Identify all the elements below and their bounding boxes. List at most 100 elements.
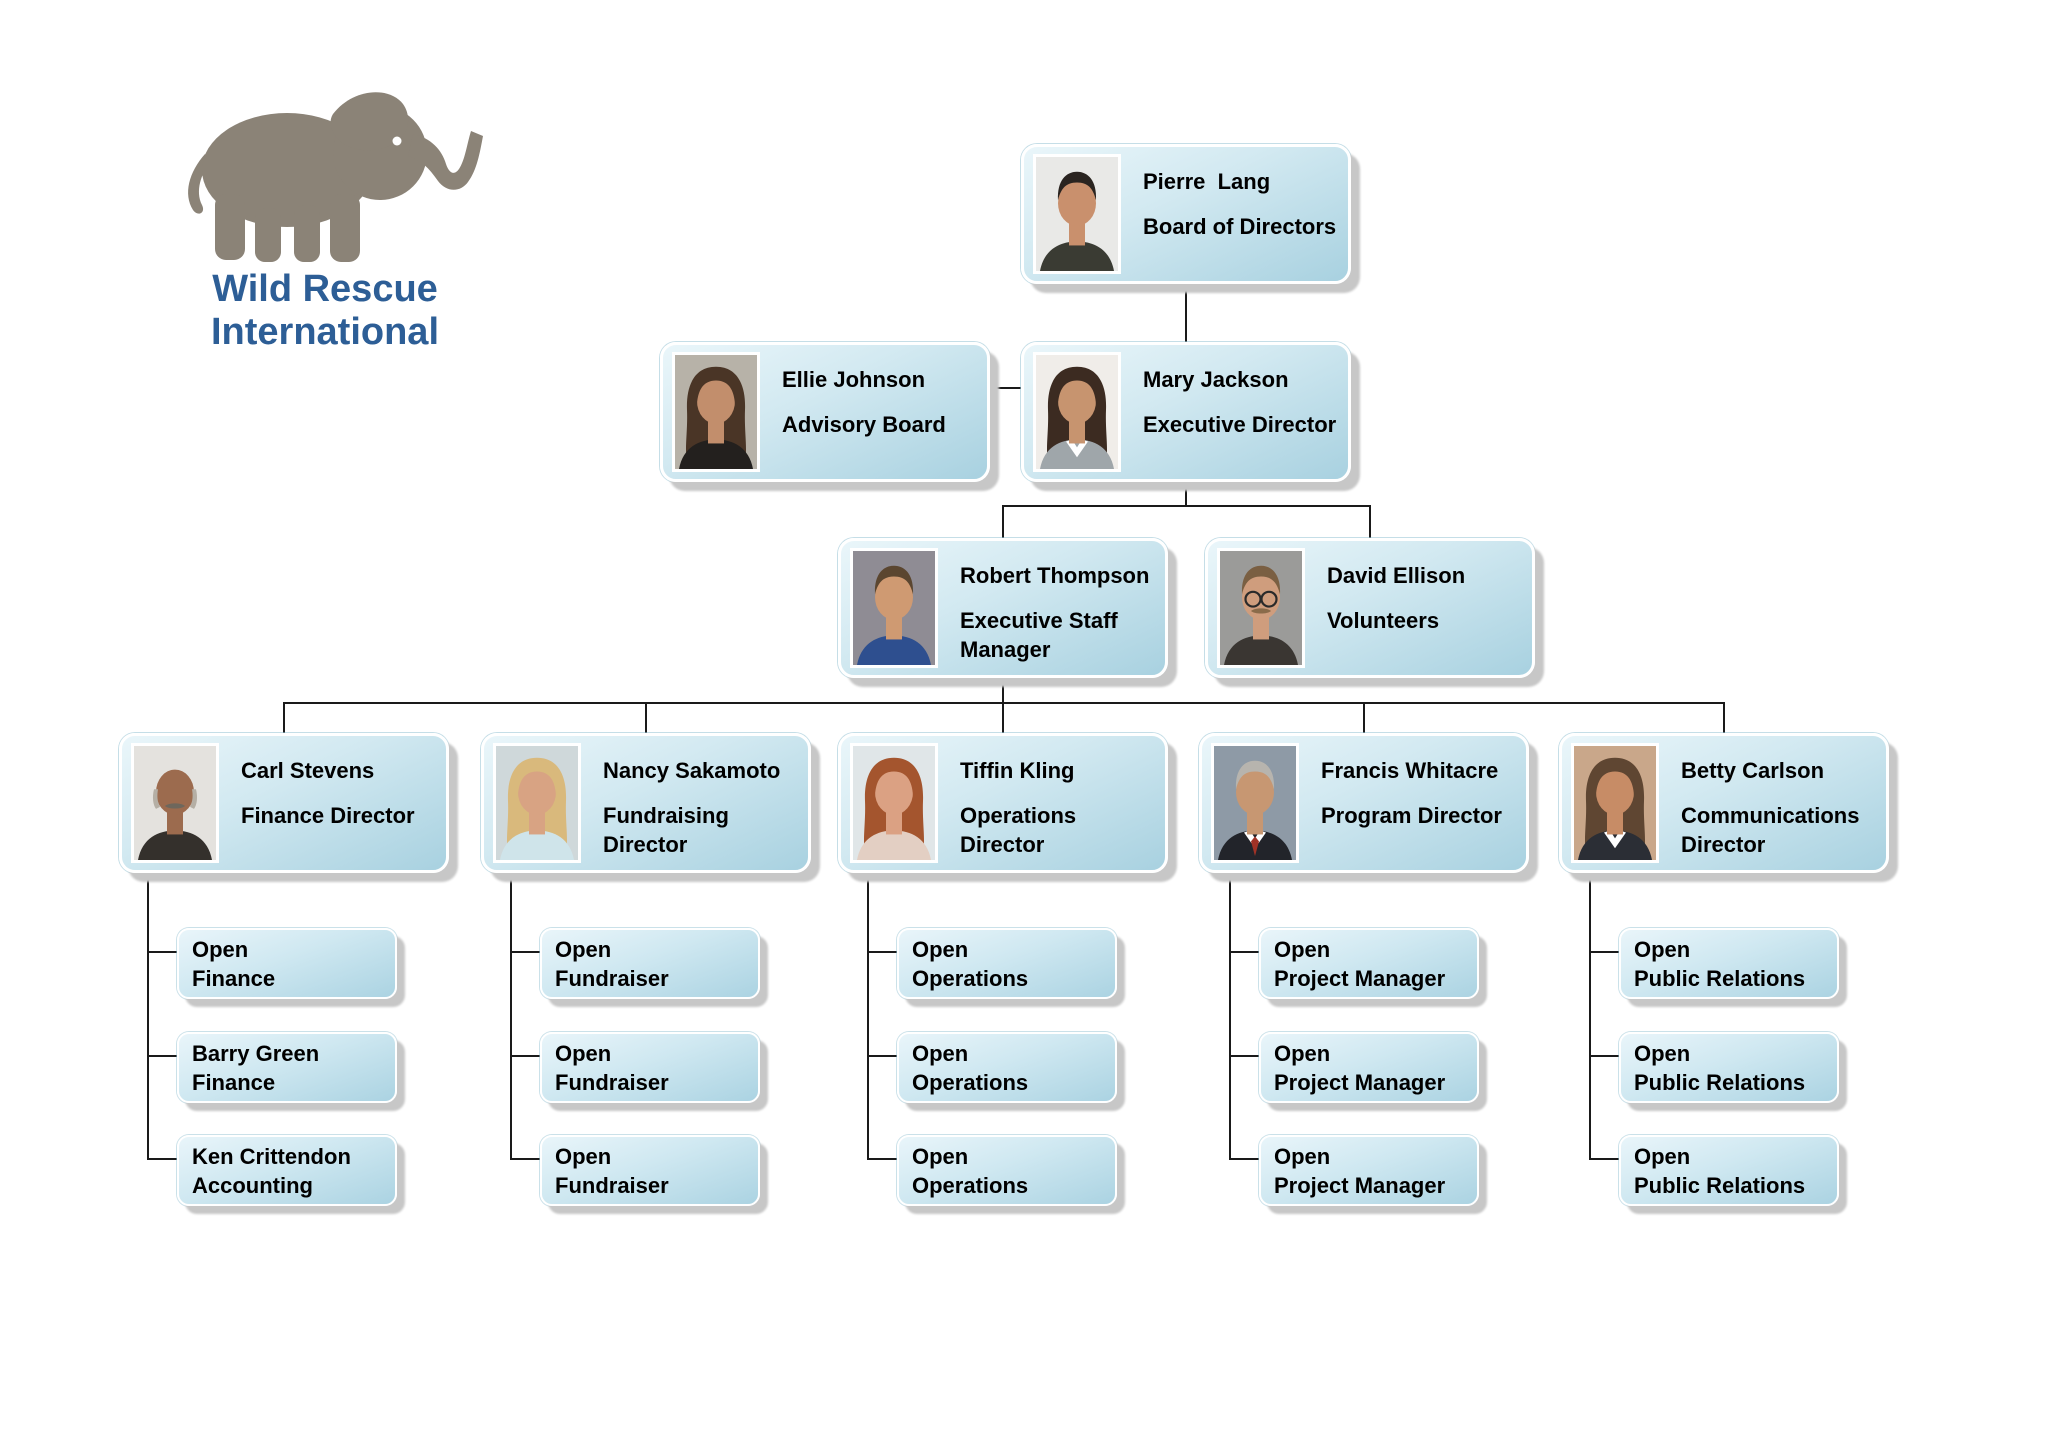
connector-line <box>1229 1055 1259 1057</box>
subnode-title: Finance <box>192 1070 276 1095</box>
org-subnode-finance-1[interactable]: Open Finance <box>177 928 397 999</box>
connector-line <box>1363 702 1365 733</box>
carl-stevens-photo <box>131 743 219 863</box>
pierre-lang-photo <box>1033 154 1121 274</box>
subnode-name: Open <box>1274 937 1331 962</box>
connector-line <box>1589 1158 1619 1160</box>
org-node-advisory-board[interactable]: Ellie Johnson Advisory Board <box>660 342 990 482</box>
person-name: Pierre Lang <box>1143 169 1271 194</box>
connector-line <box>147 873 149 1160</box>
org-node-program-director[interactable]: Francis Whitacre Program Director <box>1199 733 1529 873</box>
logo-title-line2: International <box>210 311 440 353</box>
robert-thompson-photo <box>850 548 938 668</box>
subnode-title: Fundraiser <box>555 1173 669 1198</box>
connector-line <box>1002 505 1004 538</box>
connector-line <box>147 1158 177 1160</box>
subnode-name: Open <box>1634 1041 1691 1066</box>
francis-whitacre-photo <box>1211 743 1299 863</box>
subnode-title: Operations <box>912 966 1029 991</box>
org-subnode-operations-2[interactable]: Open Operations <box>897 1032 1117 1103</box>
person-title: Advisory Board <box>782 412 946 437</box>
subnode-title: Accounting <box>192 1173 313 1198</box>
org-node-fundraising-director[interactable]: Nancy Sakamoto Fundraising Director <box>481 733 811 873</box>
connector-line <box>510 873 512 1160</box>
org-node-executive-director[interactable]: Mary Jackson Executive Director <box>1021 342 1351 482</box>
org-subnode-fundraiser-2[interactable]: Open Fundraiser <box>540 1032 760 1103</box>
connector-line <box>867 873 869 1160</box>
subnode-name: Ken Crittendon <box>192 1144 351 1169</box>
person-title: Executive Director <box>1143 412 1337 437</box>
subnode-title: Project Manager <box>1274 966 1446 991</box>
connector-line <box>1002 702 1004 733</box>
elephant-icon <box>175 78 485 273</box>
connector-line <box>1229 873 1231 1160</box>
person-name: Mary Jackson <box>1143 367 1289 392</box>
tiffin-kling-photo <box>850 743 938 863</box>
subnode-name: Open <box>912 1144 969 1169</box>
org-subnode-public-relations-2[interactable]: Open Public Relations <box>1619 1032 1839 1103</box>
david-ellison-photo <box>1217 548 1305 668</box>
subnode-title: Finance <box>192 966 276 991</box>
connector-line <box>1185 284 1187 342</box>
connector-line <box>1229 1158 1259 1160</box>
subnode-name: Open <box>1634 1144 1691 1169</box>
org-subnode-finance-3[interactable]: Ken Crittendon Accounting <box>177 1135 397 1206</box>
org-subnode-public-relations-3[interactable]: Open Public Relations <box>1619 1135 1839 1206</box>
subnode-title: Public Relations <box>1634 1070 1806 1095</box>
org-node-operations-director[interactable]: Tiffin Kling Operations Director <box>838 733 1168 873</box>
betty-carlson-photo <box>1571 743 1659 863</box>
subnode-title: Public Relations <box>1634 966 1806 991</box>
org-subnode-operations-1[interactable]: Open Operations <box>897 928 1117 999</box>
connector-line <box>510 951 540 953</box>
connector-line <box>867 1158 897 1160</box>
subnode-name: Open <box>1634 937 1691 962</box>
subnode-name: Open <box>192 937 249 962</box>
connector-line <box>510 1158 540 1160</box>
subnode-name: Open <box>912 1041 969 1066</box>
org-node-volunteers[interactable]: David Ellison Volunteers <box>1205 538 1535 678</box>
org-subnode-fundraiser-1[interactable]: Open Fundraiser <box>540 928 760 999</box>
connector-line <box>1589 1055 1619 1057</box>
org-subnode-project-manager-1[interactable]: Open Project Manager <box>1259 928 1479 999</box>
connector-line <box>1002 678 1004 704</box>
subnode-title: Operations <box>912 1070 1029 1095</box>
connector-line <box>147 951 177 953</box>
subnode-name: Open <box>1274 1041 1331 1066</box>
person-title: Board of Directors <box>1143 214 1337 239</box>
subnode-title: Public Relations <box>1634 1173 1806 1198</box>
person-name: Carl Stevens <box>241 758 375 783</box>
org-subnode-public-relations-1[interactable]: Open Public Relations <box>1619 928 1839 999</box>
org-node-finance-director[interactable]: Carl Stevens Finance Director <box>119 733 449 873</box>
subnode-name: Open <box>555 1144 612 1169</box>
person-title: Program Director <box>1321 803 1502 828</box>
person-name: Francis Whitacre <box>1321 758 1499 783</box>
org-subnode-finance-2[interactable]: Barry Green Finance <box>177 1032 397 1103</box>
org-subnode-fundraiser-3[interactable]: Open Fundraiser <box>540 1135 760 1206</box>
connector-line <box>510 1055 540 1057</box>
subnode-name: Barry Green <box>192 1041 320 1066</box>
org-subnode-project-manager-2[interactable]: Open Project Manager <box>1259 1032 1479 1103</box>
connector-line <box>283 702 1725 704</box>
org-subnode-operations-3[interactable]: Open Operations <box>897 1135 1117 1206</box>
subnode-title: Project Manager <box>1274 1173 1446 1198</box>
org-subnode-project-manager-3[interactable]: Open Project Manager <box>1259 1135 1479 1206</box>
subnode-title: Fundraiser <box>555 1070 669 1095</box>
person-name: Tiffin Kling <box>960 758 1075 783</box>
org-node-communications-director[interactable]: Betty Carlson Communications Director <box>1559 733 1889 873</box>
connector-line <box>1229 951 1259 953</box>
org-node-executive-staff-manager[interactable]: Robert Thompson Executive Staff Manager <box>838 538 1168 678</box>
person-title: Operations Director <box>960 803 1077 857</box>
person-name: Robert Thompson <box>960 563 1150 588</box>
org-node-board-of-directors[interactable]: Pierre Lang Board of Directors <box>1021 144 1351 284</box>
subnode-title: Fundraiser <box>555 966 669 991</box>
person-name: Betty Carlson <box>1681 758 1825 783</box>
connector-line <box>867 1055 897 1057</box>
connector-line <box>1369 505 1371 538</box>
ellie-johnson-photo <box>672 352 760 472</box>
connector-line <box>1002 505 1371 507</box>
subnode-title: Operations <box>912 1173 1029 1198</box>
person-name: David Ellison <box>1327 563 1466 588</box>
connector-line <box>645 702 647 733</box>
person-name: Nancy Sakamoto <box>603 758 781 783</box>
